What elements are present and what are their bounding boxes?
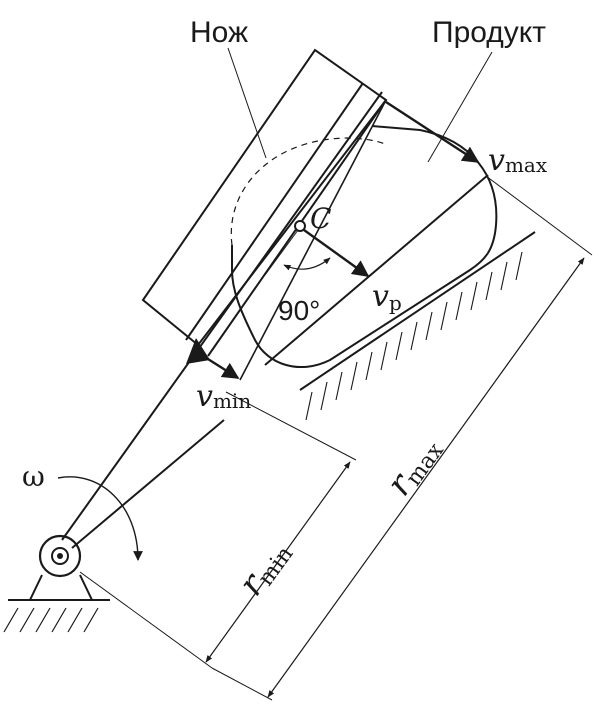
angle-90-label: 90° <box>278 295 320 326</box>
vmin-label: vmin <box>196 379 251 414</box>
center-c-label: C <box>310 202 331 235</box>
rmax-label: rmax <box>379 429 449 504</box>
product-label: Продукт <box>432 16 546 49</box>
right-angle-arc <box>283 257 331 271</box>
dashed-trajectory-arc <box>230 137 386 246</box>
omega-rotation-arrow <box>57 476 143 561</box>
vp-velocity-arrow <box>303 229 370 277</box>
knife-label: Нож <box>190 16 248 49</box>
rmax-dimension <box>211 175 593 701</box>
product-support-hatching <box>299 231 536 421</box>
ground-support-hatching <box>3 599 110 633</box>
vmax-label: vmax <box>488 143 548 178</box>
knife-body <box>141 48 388 381</box>
pivot-bearing <box>28 534 94 601</box>
knife-leader-line <box>227 47 267 159</box>
vp-label: vp <box>372 279 402 315</box>
vmax-velocity-arrow <box>385 100 480 164</box>
vmin-velocity-arrow <box>199 352 240 380</box>
omega-label: ω <box>22 460 45 493</box>
rmin-label: rmin <box>231 533 298 604</box>
center-point-c <box>294 220 306 232</box>
knife-lever-arms <box>61 91 383 549</box>
vmin-cut-point-marker <box>186 338 210 364</box>
product-leader-line <box>427 51 493 163</box>
rmin-dimension <box>79 391 357 669</box>
